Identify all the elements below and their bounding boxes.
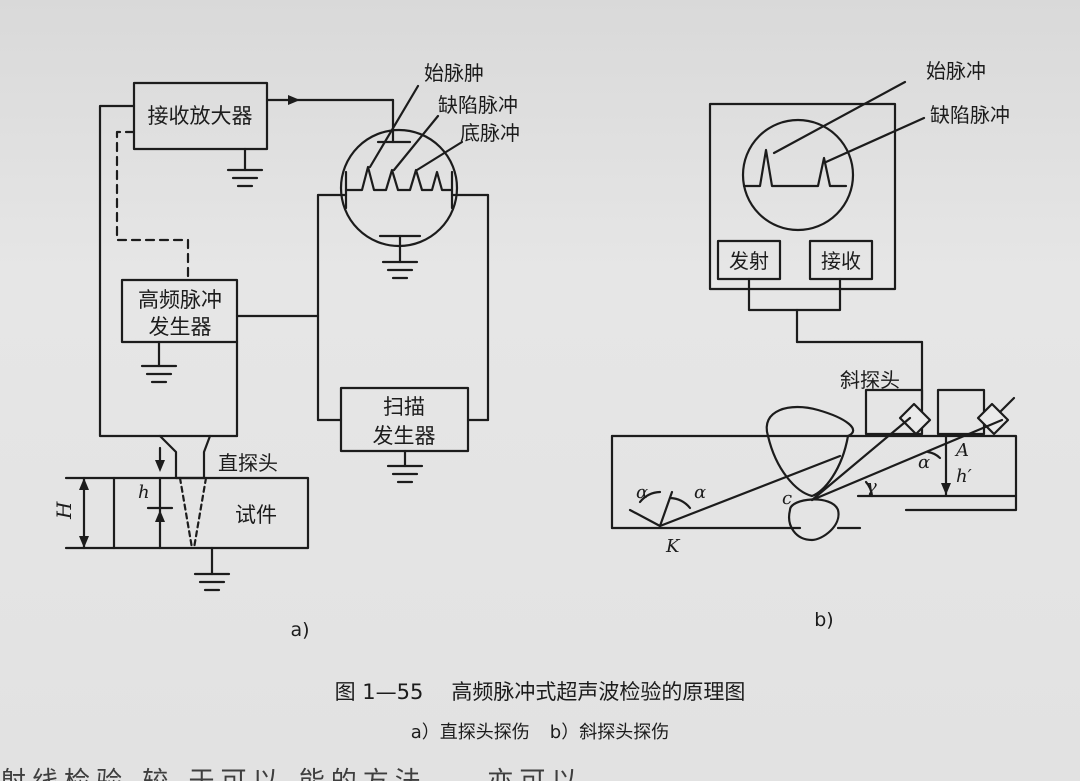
figure-number: 图 1—55 [334,680,424,704]
defect-pulse-label-b: 缺陷脉冲 [930,103,1010,127]
c-label: c [782,488,792,509]
receiver-amplifier-box [132,81,269,151]
h-prime-label: h′ [956,466,972,487]
initial-pulse-label-b: 始脉冲 [926,59,986,83]
sublabel-a: a) [290,619,309,641]
hf-pulse-generator-label-1: 高频脉冲 [138,288,222,312]
initial-pulse-label-a: 始脉肿 [424,61,484,85]
sublabel-b: b) [814,609,833,631]
bottom-pulse-label-a: 底脉冲 [460,121,520,145]
K-label: K [665,536,681,557]
crt-screen-a [339,128,459,248]
A-label: A [954,440,969,461]
hf-pulse-generator-label-2: 发生器 [149,315,212,339]
angle-probe-label: 斜探头 [840,368,900,392]
subcaption-a: a）直探头探伤 [410,722,530,743]
figure-subcaption: a）直探头探伤 b）斜探头探伤 [0,718,1080,744]
alpha-label-1: α [636,482,648,503]
angle-probe-1 [898,402,932,436]
receive-label: 接收 [821,249,861,273]
pulse-trace-a [344,165,454,192]
specimen-label: 试件 [235,503,277,527]
dimension-H-label: H [52,501,76,520]
transmit-label: 发射 [729,249,769,273]
hf-pulse-generator-box [120,278,239,344]
sweep-generator-label-2: 发生器 [373,424,436,448]
figure-caption: 图 1—55 高频脉冲式超声波检验的原理图 [0,676,1080,706]
gamma-label: γ [866,476,877,497]
alpha-label-3: α [918,452,930,473]
weld-bead [765,406,855,438]
receiver-amplifier-label: 接收放大器 [148,104,253,128]
alpha-label-2: α [694,482,706,503]
subcaption-b: b）斜探头探伤 [549,722,670,743]
pulse-trace-b [742,148,848,188]
figure-title: 高频脉冲式超声波检验的原理图 [451,680,746,704]
straight-probe-label: 直探头 [218,451,278,475]
next-paragraph-fragment: 射线检验 较 于可以 能的方法 — 亦可以 [0,762,1080,781]
sweep-generator-label-1: 扫描 [383,395,425,419]
dimension-h-label: h [138,482,150,503]
weld-plate [610,434,1018,512]
crt-screen-b [741,118,855,232]
flaw-detector-box [708,102,897,291]
straight-probe [158,434,212,480]
defect-pulse-label-a: 缺陷脉冲 [438,93,518,117]
angle-probe-2 [976,402,1010,436]
